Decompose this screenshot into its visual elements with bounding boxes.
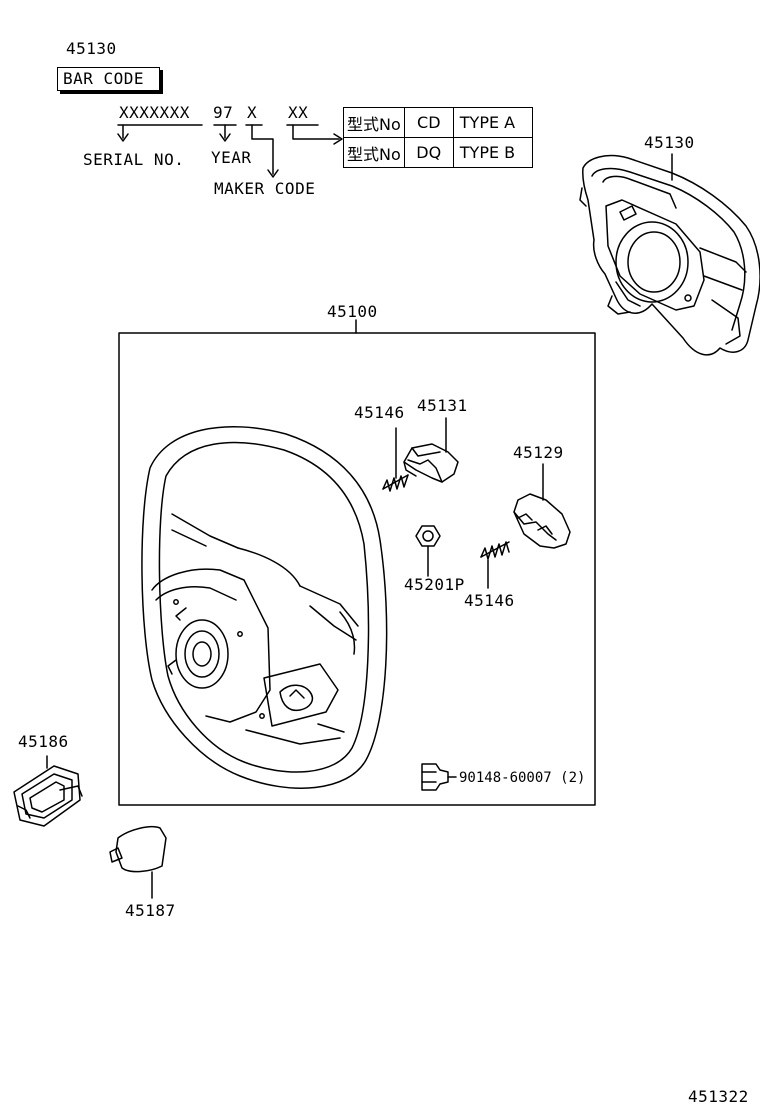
barcode-part-number: 45130: [66, 39, 117, 58]
steering-pad-illustration: [579, 154, 760, 356]
cover-45186-illustration: [13, 755, 83, 827]
table-cell-code: DQ: [403, 137, 454, 168]
maker-code: X: [247, 103, 258, 122]
serial-caption: SERIAL NO.: [83, 150, 185, 169]
screw-illustration: [421, 763, 457, 791]
year-code: 97: [213, 103, 234, 122]
table-cell-model: 型式No: [343, 107, 405, 138]
figure-number: 451322: [688, 1087, 749, 1106]
steering-wheel-illustration: [141, 425, 388, 789]
nut-illustration: [415, 525, 441, 577]
year-caption: YEAR: [211, 148, 252, 167]
part-label-wheel-assy: 45100: [327, 302, 378, 321]
table-cell-type: TYPE A: [452, 107, 533, 138]
table-cell-model: 型式No: [343, 137, 405, 168]
maker-caption: MAKER CODE: [214, 179, 316, 198]
part-label-nut: 45201P: [404, 575, 465, 594]
part-label-spring-upper: 45146: [354, 403, 405, 422]
serial-code: XXXXXXX: [119, 103, 190, 122]
switch-45131-illustration: [403, 417, 459, 483]
part-label-switch-45131: 45131: [417, 396, 468, 415]
table-row: 型式No DQ TYPE B: [343, 137, 533, 168]
cover-45187-illustration: [109, 826, 167, 899]
switch-45129-illustration: [513, 463, 571, 549]
table-cell-code: CD: [403, 107, 454, 138]
part-label-switch-45129: 45129: [513, 443, 564, 462]
spring-lower-illustration: [480, 541, 510, 589]
part-label-cover-45187: 45187: [125, 901, 176, 920]
barcode-label-box: BAR CODE: [57, 67, 160, 91]
type-code: XX: [288, 103, 309, 122]
wheel-assy-frame: [118, 332, 596, 806]
type-code-table: 型式No CD TYPE A 型式No DQ TYPE B: [343, 107, 533, 168]
part-label-pad-assy: 45130: [644, 133, 695, 152]
spring-upper-illustration: [382, 427, 409, 492]
part-label-cover-45186: 45186: [18, 732, 69, 751]
part-label-spring-lower: 45146: [464, 591, 515, 610]
barcode-leaders: [117, 124, 343, 178]
barcode-label: BAR CODE: [63, 69, 145, 88]
part-label-screw: 90148-60007 (2): [459, 770, 586, 786]
table-row: 型式No CD TYPE A: [343, 107, 533, 138]
table-cell-type: TYPE B: [452, 137, 533, 168]
